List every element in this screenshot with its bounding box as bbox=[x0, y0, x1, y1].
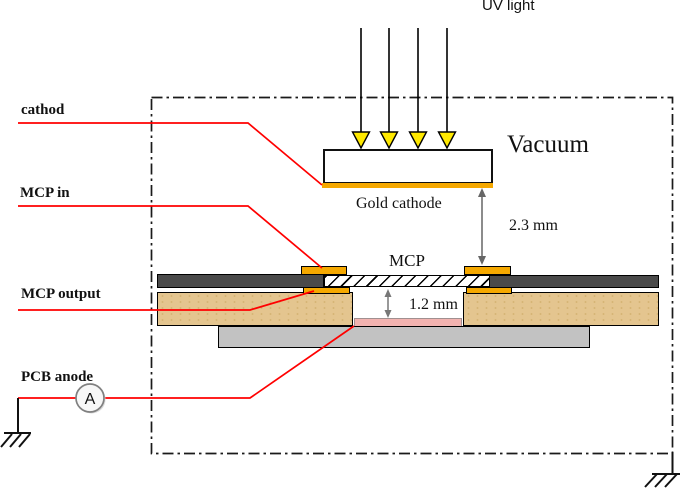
ceramic-spacer-right bbox=[463, 292, 659, 326]
gold-pad-bottom-left bbox=[303, 287, 350, 294]
mcp-hatched-plate bbox=[324, 275, 490, 287]
mcp-label: MCP bbox=[389, 251, 425, 270]
gold-pad-top-left bbox=[301, 266, 347, 275]
gap-1-2mm-label: 1.2 mm bbox=[409, 296, 458, 313]
pcb-anode-wire bbox=[18, 325, 355, 399]
cathode-wire-label: cathod bbox=[21, 102, 65, 118]
vacuum-label: Vacuum bbox=[507, 131, 589, 158]
bias-wires bbox=[18, 122, 355, 399]
gold-pad-top-right bbox=[464, 266, 511, 275]
gold-pad-bottom-right bbox=[466, 287, 512, 294]
gap-arrow-2-3mm-icon bbox=[478, 188, 486, 265]
ground-left-icon bbox=[0, 398, 31, 448]
ground-right-icon bbox=[644, 452, 680, 488]
mcp-output-wire bbox=[18, 290, 315, 311]
ammeter-label: A bbox=[85, 391, 96, 408]
uv-light-label: UV light bbox=[482, 0, 535, 14]
gold-cathode-label: Gold cathode bbox=[356, 195, 442, 212]
top-electrode-left bbox=[157, 274, 324, 288]
uv-light-arrows-icon bbox=[351, 28, 457, 150]
pcb-board bbox=[218, 326, 590, 348]
gold-cathode-layer bbox=[322, 183, 493, 188]
vacuum-chamber-border bbox=[150, 96, 674, 455]
ammeter: A bbox=[75, 383, 106, 414]
mcp-in-wire bbox=[18, 205, 323, 269]
mcp-in-wire-label: MCP in bbox=[20, 185, 70, 201]
mcp-output-wire-label: MCP output bbox=[21, 286, 101, 302]
gap-arrow-1-2mm-icon bbox=[384, 289, 392, 318]
gap-2-3mm-label: 2.3 mm bbox=[509, 217, 558, 234]
cathode-wire bbox=[18, 122, 323, 186]
pcb-anode-wire-label: PCB anode bbox=[21, 369, 94, 385]
